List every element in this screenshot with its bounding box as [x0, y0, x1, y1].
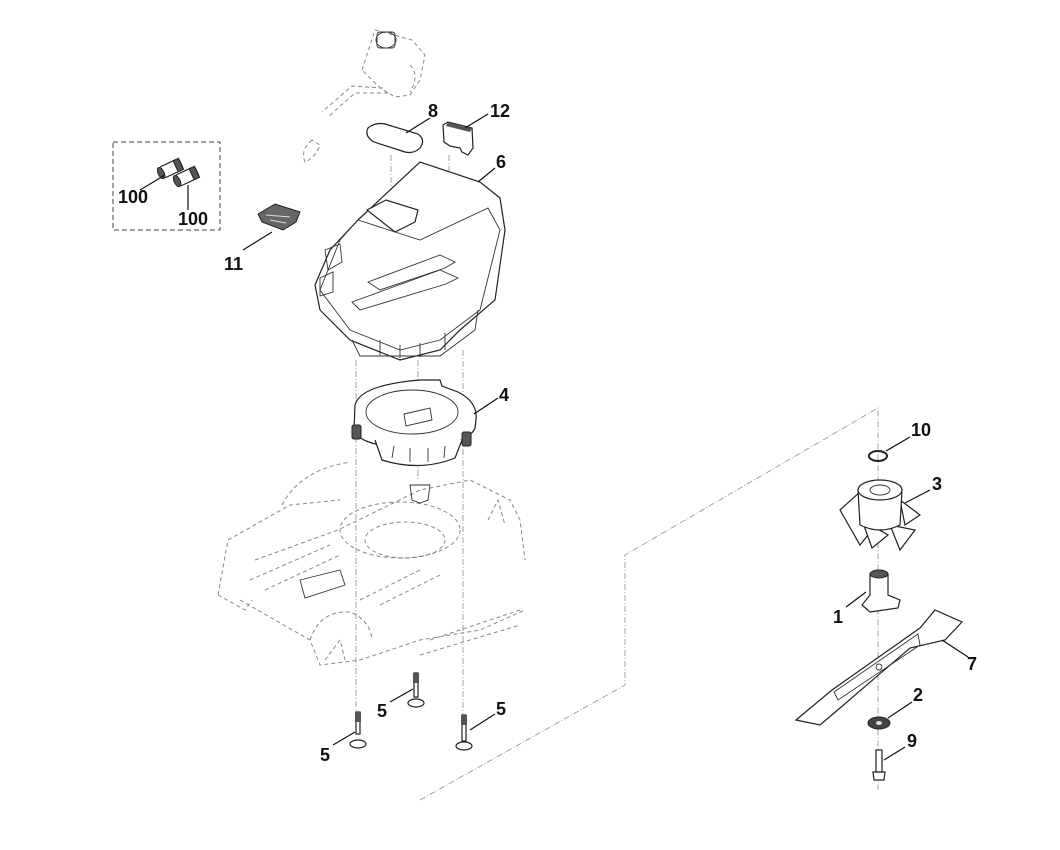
callout-100a[interactable]: 100 — [118, 187, 149, 207]
leader-100a — [139, 174, 166, 191]
callout-100b[interactable]: 100 — [178, 209, 209, 229]
callout-12[interactable]: 12 — [490, 101, 511, 121]
cover-lid-part[interactable] — [366, 122, 424, 154]
assembly-bracket — [419, 407, 879, 801]
callout-6[interactable]: 6 — [496, 152, 507, 172]
leader-12 — [464, 113, 489, 129]
leader-5a — [332, 731, 356, 746]
handle-controller-phantom — [303, 29, 426, 163]
callout-5a[interactable]: 5 — [320, 745, 331, 765]
leader-6 — [477, 167, 496, 183]
callout-1[interactable]: 1 — [833, 607, 844, 627]
callout-10[interactable]: 10 — [911, 420, 932, 440]
key-switch-part[interactable] — [442, 121, 474, 156]
kit-group-box — [112, 141, 221, 231]
callout-7[interactable]: 7 — [967, 654, 978, 674]
leader-7 — [941, 639, 969, 658]
terminal-plate-part[interactable] — [257, 203, 301, 231]
leader-10 — [885, 436, 911, 452]
leader-5b — [389, 688, 414, 703]
leader-11 — [242, 231, 273, 251]
callout-11[interactable]: 11 — [224, 254, 244, 274]
callout-3[interactable]: 3 — [932, 474, 943, 494]
leader-8 — [405, 117, 431, 134]
circlip-part[interactable] — [868, 450, 888, 462]
screw-part-a[interactable] — [349, 711, 367, 749]
blade-part[interactable] — [794, 609, 964, 726]
motor-mount-plate-part[interactable] — [351, 379, 477, 467]
callout-5b[interactable]: 5 — [377, 701, 388, 721]
callout-4[interactable]: 4 — [499, 385, 510, 405]
motor-hood-part[interactable] — [314, 161, 506, 361]
screw-part-c[interactable] — [455, 714, 473, 751]
mower-deck-phantom — [217, 461, 526, 666]
callout-5c[interactable]: 5 — [496, 699, 507, 719]
battery-contact-part[interactable] — [156, 157, 201, 188]
leader-2 — [887, 701, 913, 719]
callout-9[interactable]: 9 — [907, 731, 918, 751]
screw-part-b[interactable] — [407, 672, 425, 708]
blade-adapter-part[interactable] — [861, 569, 901, 613]
leader-1 — [845, 591, 867, 608]
callout-8[interactable]: 8 — [428, 101, 439, 121]
callout-2[interactable]: 2 — [913, 685, 924, 705]
leader-5c — [469, 713, 496, 731]
washer-part[interactable] — [867, 716, 891, 730]
leader-9 — [883, 746, 906, 761]
blade-bolt-part[interactable] — [872, 749, 886, 781]
leader-4 — [473, 397, 499, 415]
leader-3 — [904, 489, 931, 504]
fan-impeller-part[interactable] — [839, 479, 922, 552]
